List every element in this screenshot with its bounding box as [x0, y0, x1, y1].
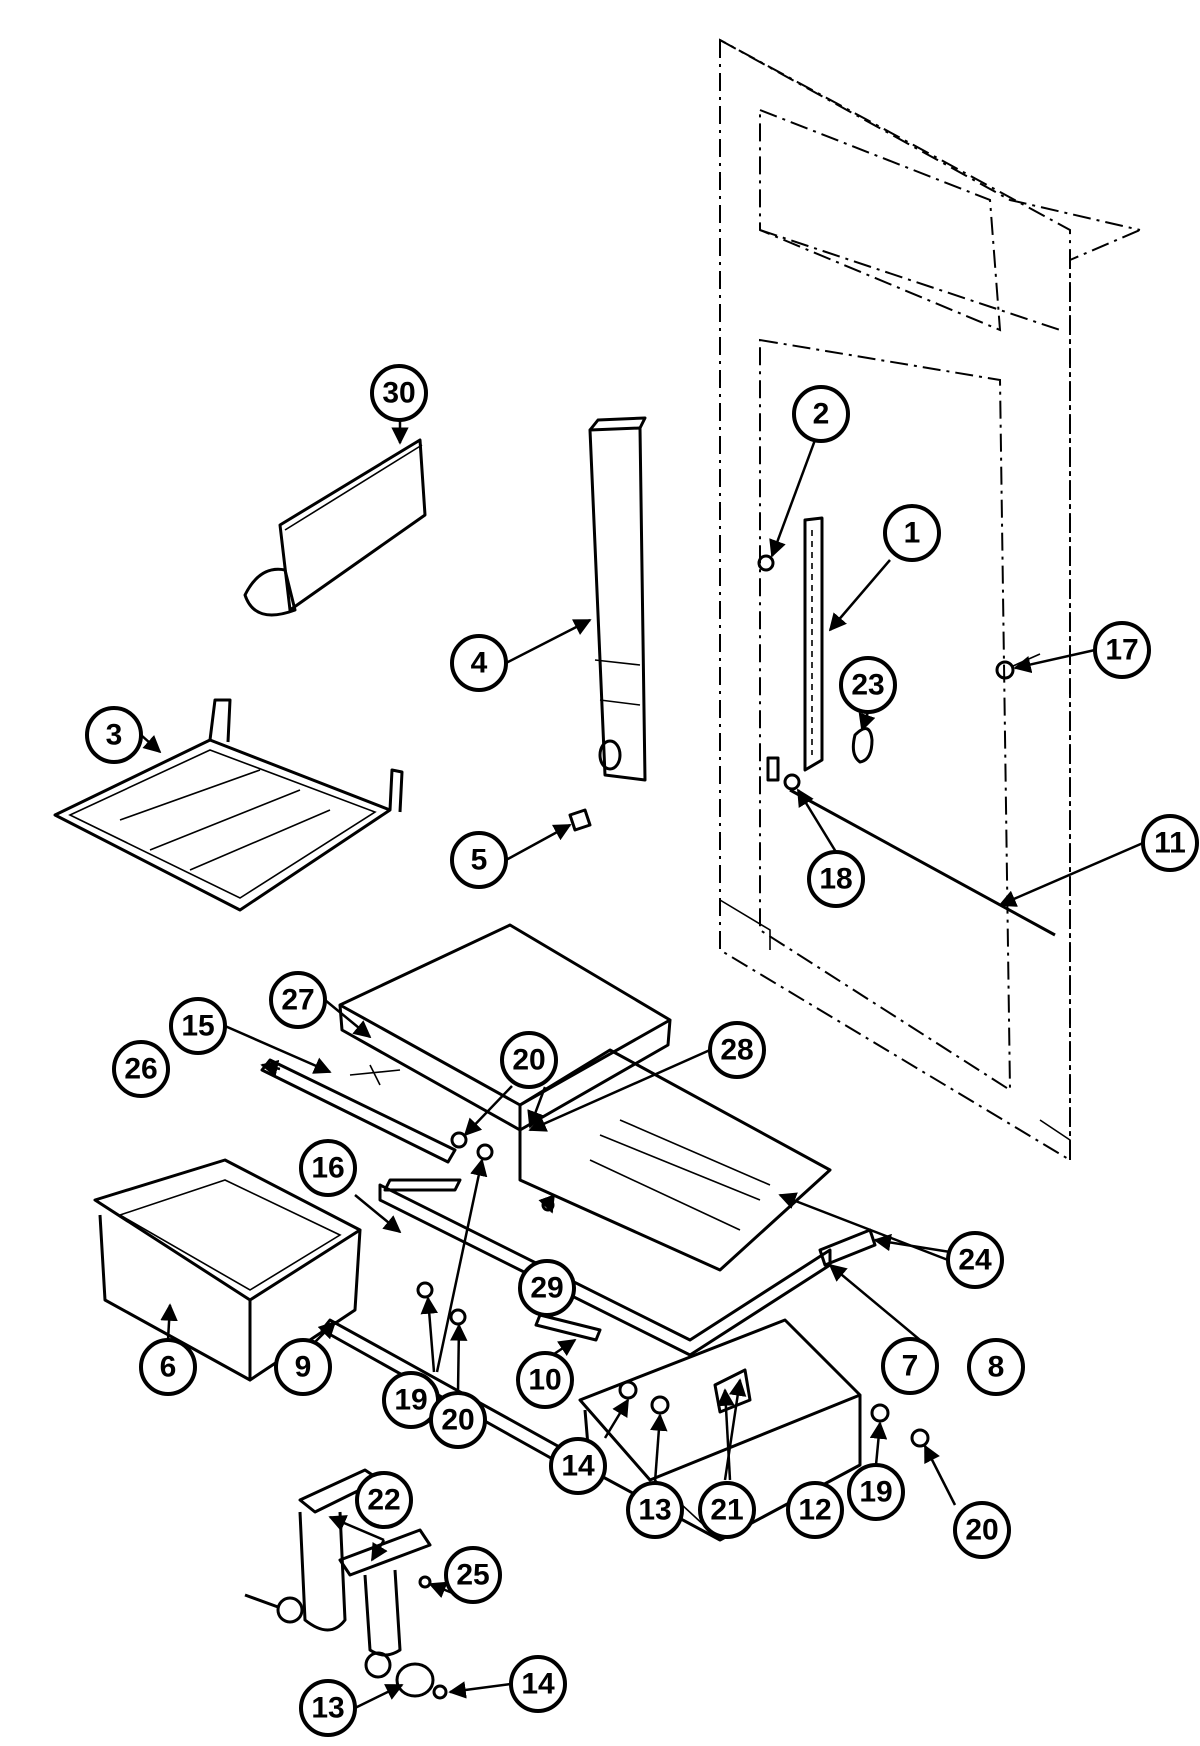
callout-3: 3 — [85, 706, 143, 764]
svg-text:29: 29 — [530, 1272, 563, 1305]
callout-30: 30 — [370, 364, 428, 422]
rod-part — [789, 788, 1056, 937]
callout-10: 10 — [516, 1351, 574, 1409]
svg-text:6: 6 — [160, 1351, 177, 1384]
callout-17: 17 — [1093, 621, 1151, 679]
callout-23: 23 — [839, 656, 897, 714]
callout-6: 6 — [139, 1338, 197, 1396]
svg-text:11: 11 — [1154, 827, 1186, 860]
slide-part — [713, 1368, 752, 1414]
callout-20-right: 20 — [953, 1501, 1011, 1559]
callout-19-right: 19 — [847, 1463, 905, 1521]
svg-text:8: 8 — [988, 1351, 1005, 1384]
svg-text:2: 2 — [813, 398, 830, 431]
svg-text:18: 18 — [819, 863, 852, 896]
svg-text:28: 28 — [720, 1034, 753, 1067]
callout-8: 8 — [967, 1338, 1025, 1396]
svg-text:17: 17 — [1105, 634, 1138, 667]
callout-20-top: 20 — [500, 1031, 558, 1089]
roller-bracket-parts — [244, 1468, 448, 1700]
leader-lines — [140, 420, 1144, 1710]
callout-24: 24 — [946, 1231, 1004, 1289]
svg-text:3: 3 — [106, 719, 123, 752]
svg-text:10: 10 — [528, 1364, 561, 1397]
svg-text:20: 20 — [512, 1044, 545, 1077]
callout-13-mid: 13 — [626, 1481, 684, 1539]
clip-part — [851, 727, 874, 764]
svg-text:22: 22 — [367, 1484, 400, 1517]
svg-text:27: 27 — [281, 984, 314, 1017]
svg-text:20: 20 — [965, 1514, 998, 1547]
callout-20-mid: 20 — [429, 1391, 487, 1449]
svg-text:20: 20 — [441, 1404, 474, 1437]
callout-26: 26 — [112, 1040, 170, 1098]
callout-27: 27 — [269, 971, 327, 1029]
callout-25: 25 — [444, 1546, 502, 1604]
svg-text:15: 15 — [181, 1010, 214, 1043]
svg-text:26: 26 — [124, 1053, 157, 1086]
svg-text:24: 24 — [958, 1244, 992, 1277]
svg-text:14: 14 — [561, 1450, 595, 1483]
svg-text:5: 5 — [471, 844, 488, 877]
svg-text:14: 14 — [521, 1668, 555, 1701]
svg-text:16: 16 — [311, 1152, 344, 1185]
cover-part — [243, 438, 427, 617]
callout-29: 29 — [518, 1259, 576, 1317]
callout-22: 22 — [355, 1471, 413, 1529]
svg-text:7: 7 — [902, 1350, 919, 1383]
glass-shelf-part — [53, 698, 404, 912]
callout-19-mid: 19 — [382, 1371, 440, 1429]
callout-13-bottom: 13 — [299, 1679, 357, 1737]
callout-7: 7 — [881, 1337, 939, 1395]
callout-15: 15 — [169, 997, 227, 1055]
callout-5: 5 — [450, 831, 508, 889]
svg-text:9: 9 — [295, 1351, 312, 1384]
screw-5-part — [568, 808, 592, 832]
shelf-ladder-part — [803, 516, 824, 772]
svg-text:30: 30 — [382, 377, 415, 410]
svg-text:4: 4 — [471, 647, 488, 680]
callout-12: 12 — [786, 1481, 844, 1539]
callout-21: 21 — [698, 1481, 756, 1539]
crisper-cover-part — [338, 923, 672, 1132]
svg-text:19: 19 — [859, 1476, 892, 1509]
callout-2: 2 — [792, 385, 850, 443]
callout-14-bottom: 14 — [509, 1655, 567, 1713]
callout-4: 4 — [450, 634, 508, 692]
glass-insert-part — [518, 1048, 832, 1272]
svg-text:25: 25 — [456, 1559, 489, 1592]
svg-text:1: 1 — [904, 517, 921, 550]
svg-text:13: 13 — [638, 1494, 671, 1527]
callout-28: 28 — [708, 1021, 766, 1079]
svg-text:12: 12 — [798, 1494, 831, 1527]
callout-14-mid: 14 — [549, 1437, 607, 1495]
callout-9: 9 — [274, 1338, 332, 1396]
duct-cover-part — [588, 416, 647, 782]
rail-tab-part — [534, 1313, 602, 1342]
bracket-8-part — [818, 1228, 877, 1267]
screw-part — [757, 554, 775, 572]
callout-1: 1 — [883, 504, 941, 562]
cabinet-outline — [719, 38, 1141, 1162]
callout-11: 11 — [1141, 814, 1199, 872]
bracket-part — [766, 756, 801, 791]
callout-16: 16 — [299, 1139, 357, 1197]
svg-text:21: 21 — [710, 1494, 743, 1527]
svg-text:13: 13 — [311, 1692, 344, 1725]
svg-text:19: 19 — [394, 1384, 427, 1417]
svg-text:23: 23 — [851, 669, 884, 702]
callout-18: 18 — [807, 850, 865, 908]
